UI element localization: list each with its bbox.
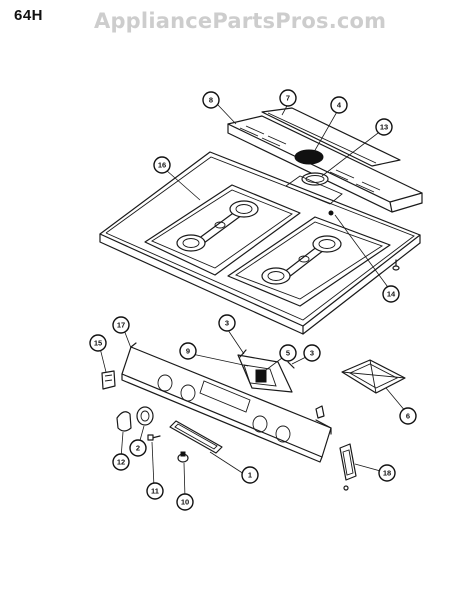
svg-text:9: 9 xyxy=(186,347,190,356)
svg-text:12: 12 xyxy=(117,458,125,467)
callout-5: 5 xyxy=(279,344,297,362)
callout-11: 11 xyxy=(146,482,164,500)
svg-text:6: 6 xyxy=(406,412,410,421)
callout-12: 12 xyxy=(112,453,130,471)
callout-7: 7 xyxy=(279,89,297,107)
svg-text:1: 1 xyxy=(248,471,252,480)
vent-trim-assembly xyxy=(227,107,423,213)
svg-text:18: 18 xyxy=(383,469,391,478)
callout-18: 18 xyxy=(378,464,396,482)
control-panel xyxy=(121,342,332,463)
callout-14: 14 xyxy=(382,285,400,303)
svg-text:16: 16 xyxy=(158,161,166,170)
callout-6: 6 xyxy=(399,407,417,425)
svg-text:8: 8 xyxy=(209,96,213,105)
callout-3-top: 3 xyxy=(218,314,236,332)
left-burner-pair xyxy=(176,200,259,252)
lower-parts xyxy=(101,359,406,491)
callout-8: 8 xyxy=(202,91,220,109)
svg-text:4: 4 xyxy=(337,101,342,110)
grate-part xyxy=(341,359,406,394)
callout-16: 16 xyxy=(153,156,171,174)
callout-1: 1 xyxy=(241,466,259,484)
callout-15: 15 xyxy=(89,334,107,352)
callout-3-right: 3 xyxy=(303,344,321,362)
callout-13: 13 xyxy=(375,118,393,136)
right-burner-pair xyxy=(261,235,342,285)
svg-text:13: 13 xyxy=(380,123,388,132)
svg-text:3: 3 xyxy=(310,349,314,358)
cooktop-main-top xyxy=(99,151,421,335)
svg-text:3: 3 xyxy=(225,319,229,328)
side-bracket xyxy=(339,443,357,491)
svg-text:17: 17 xyxy=(117,321,125,330)
svg-text:11: 11 xyxy=(151,487,159,496)
svg-text:7: 7 xyxy=(286,94,290,103)
svg-text:5: 5 xyxy=(286,349,290,358)
page-id-label: 64H xyxy=(14,7,44,24)
svg-text:15: 15 xyxy=(94,339,102,348)
callout-9: 9 xyxy=(179,342,197,360)
svg-text:14: 14 xyxy=(387,290,396,299)
svg-text:2: 2 xyxy=(136,444,140,453)
callout-4: 4 xyxy=(330,96,348,114)
callout-2: 2 xyxy=(129,439,147,457)
svg-text:10: 10 xyxy=(181,498,189,507)
callout-10: 10 xyxy=(176,493,194,511)
watermark-text: AppliancePartsPros.com xyxy=(94,9,387,33)
callout-17: 17 xyxy=(112,316,130,334)
